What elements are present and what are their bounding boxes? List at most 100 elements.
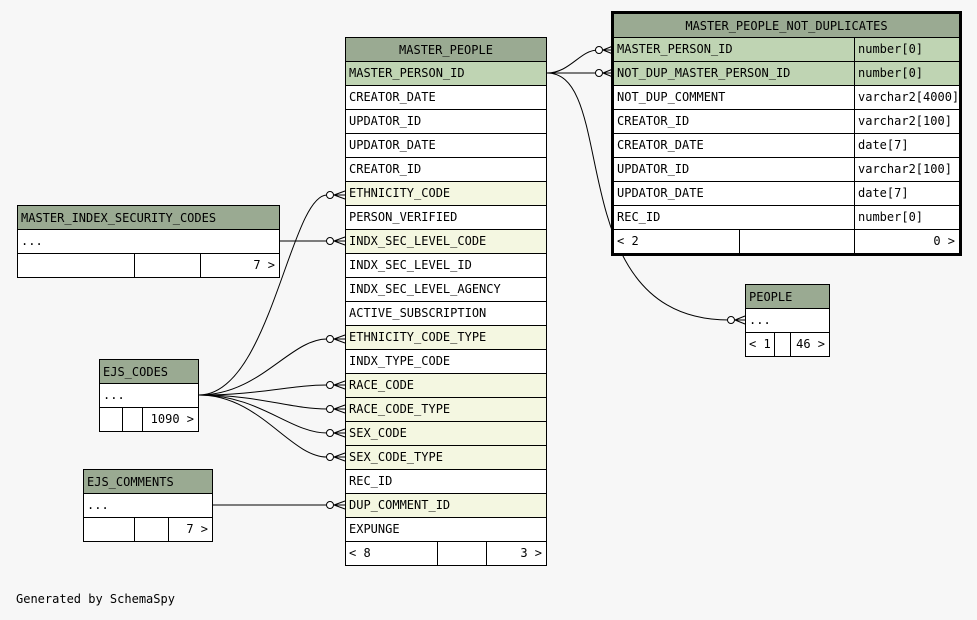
column-row[interactable]: INDX_TYPE_CODE <box>346 350 546 374</box>
column-name: CREATOR_DATE <box>349 90 436 104</box>
column-row[interactable]: UPDATOR_DATE <box>346 134 546 158</box>
column-row[interactable]: CREATOR_DATE <box>346 86 546 110</box>
rel-ejs-ethnicity-code-type <box>198 338 328 396</box>
parents-count <box>100 408 122 431</box>
rel-mp-to-people <box>546 72 730 321</box>
column-name: INDX_SEC_LEVEL_ID <box>349 258 472 272</box>
children-count[interactable]: 7 > <box>168 518 212 541</box>
column-row[interactable]: SEX_CODE_TYPE <box>346 446 546 470</box>
column-type: number[0] <box>854 206 959 229</box>
column-row[interactable]: INDX_SEC_LEVEL_CODE <box>346 230 546 254</box>
children-count[interactable]: 7 > <box>200 254 279 277</box>
column-row[interactable]: REC_ID <box>346 470 546 494</box>
column-row[interactable]: MASTER_PERSON_ID number[0] <box>614 38 959 62</box>
column-list: MASTER_PERSON_ID CREATOR_DATE UPDATOR_ID UP… <box>346 62 546 542</box>
column-type: varchar2[4000] <box>854 86 959 109</box>
table-footer: 7 > <box>18 254 279 277</box>
table-title[interactable]: MASTER_PEOPLE_NOT_DUPLICATES <box>614 14 959 38</box>
column-name: INDX_SEC_LEVEL_AGENCY <box>349 282 501 296</box>
table-footer: 1090 > <box>100 408 198 431</box>
table-footer: < 8 3 > <box>346 542 546 565</box>
column-row[interactable]: ACTIVE_SUBSCRIPTION <box>346 302 546 326</box>
table-title[interactable]: EJS_COMMENTS <box>84 470 212 494</box>
table-footer: < 2 0 > <box>614 230 959 253</box>
table-title[interactable]: PEOPLE <box>746 285 829 309</box>
column-row[interactable]: CREATOR_DATE date[7] <box>614 134 959 158</box>
parents-count <box>18 254 134 277</box>
column-row[interactable]: INDX_SEC_LEVEL_ID <box>346 254 546 278</box>
generated-by-label: Generated by SchemaSpy <box>16 592 175 606</box>
column-name: DUP_COMMENT_ID <box>349 498 451 512</box>
rel-ejs-ethnicity-code <box>198 194 328 396</box>
column-name: CREATOR_DATE <box>617 138 704 152</box>
table-footer: 7 > <box>84 518 212 541</box>
table-master-index-security-codes[interactable]: MASTER_INDEX_SECURITY_CODES ... 7 > <box>17 205 280 278</box>
children-count[interactable]: 3 > <box>486 542 546 565</box>
column-name: UPDATOR_ID <box>617 162 690 176</box>
collapsed-columns: ... <box>746 309 829 333</box>
rel-ejs-race-code-type <box>198 394 328 410</box>
rel-mp-to-mpnd-master-person-id <box>546 49 599 74</box>
parents-count[interactable]: < 2 <box>617 234 639 248</box>
column-row[interactable]: EXPUNGE <box>346 518 546 542</box>
parents-count <box>84 518 134 541</box>
parents-count[interactable]: < 1 <box>749 337 771 351</box>
column-row[interactable]: RACE_CODE <box>346 374 546 398</box>
column-row[interactable]: SEX_CODE <box>346 422 546 446</box>
column-row[interactable]: DUP_COMMENT_ID <box>346 494 546 518</box>
collapsed-columns: ... <box>84 494 212 518</box>
column-row[interactable]: INDX_SEC_LEVEL_AGENCY <box>346 278 546 302</box>
column-row[interactable]: UPDATOR_ID <box>346 110 546 134</box>
column-name: REC_ID <box>617 210 661 224</box>
column-type: varchar2[100] <box>854 110 959 133</box>
table-master-people-not-duplicates[interactable]: MASTER_PEOPLE_NOT_DUPLICATES MASTER_PERS… <box>611 11 962 256</box>
column-name: CREATOR_ID <box>617 114 690 128</box>
footer-spacer <box>122 408 142 431</box>
children-count[interactable]: 0 > <box>854 230 959 253</box>
column-row[interactable]: ETHNICITY_CODE_TYPE <box>346 326 546 350</box>
footer-spacer <box>134 518 168 541</box>
rel-ejs-sex-code <box>198 394 328 434</box>
children-count[interactable]: 46 > <box>790 333 829 356</box>
column-name: UPDATOR_ID <box>349 114 422 128</box>
column-row[interactable]: CREATOR_ID varchar2[100] <box>614 110 959 134</box>
collapsed-columns: ... <box>18 230 279 254</box>
column-name: RACE_CODE_TYPE <box>349 402 451 416</box>
column-name: INDX_SEC_LEVEL_CODE <box>349 234 487 248</box>
column-name: ETHNICITY_CODE <box>349 186 451 200</box>
children-count[interactable]: 1090 > <box>142 408 198 431</box>
parents-count[interactable]: < 8 <box>349 546 371 560</box>
footer-spacer <box>774 333 790 356</box>
table-title[interactable]: EJS_CODES <box>100 360 198 384</box>
collapsed-columns: ... <box>100 384 198 408</box>
column-row[interactable]: PERSON_VERIFIED <box>346 206 546 230</box>
column-type: date[7] <box>854 134 959 157</box>
column-name: UPDATOR_DATE <box>617 186 704 200</box>
column-name: ETHNICITY_CODE_TYPE <box>349 330 487 344</box>
column-row[interactable]: CREATOR_ID <box>346 158 546 182</box>
column-name: CREATOR_ID <box>349 162 422 176</box>
table-ejs-codes[interactable]: EJS_CODES ... 1090 > <box>99 359 199 432</box>
table-title[interactable]: MASTER_PEOPLE <box>346 38 546 62</box>
table-title[interactable]: MASTER_INDEX_SECURITY_CODES <box>18 206 279 230</box>
column-type: number[0] <box>854 38 959 61</box>
column-name: MASTER_PERSON_ID <box>617 42 733 56</box>
table-people[interactable]: PEOPLE ... < 1 46 > <box>745 284 830 357</box>
column-name: SEX_CODE <box>349 426 407 440</box>
column-name: REC_ID <box>349 474 393 488</box>
column-row[interactable]: ETHNICITY_CODE <box>346 182 546 206</box>
column-row[interactable]: MASTER_PERSON_ID <box>346 62 546 86</box>
column-row[interactable]: RACE_CODE_TYPE <box>346 398 546 422</box>
column-name: MASTER_PERSON_ID <box>349 66 465 80</box>
column-type: number[0] <box>854 62 959 85</box>
table-footer: < 1 46 > <box>746 333 829 356</box>
table-ejs-comments[interactable]: EJS_COMMENTS ... 7 > <box>83 469 213 542</box>
column-name: RACE_CODE <box>349 378 415 392</box>
table-master-people[interactable]: MASTER_PEOPLE MASTER_PERSON_ID CREATOR_DA… <box>345 37 547 566</box>
column-row[interactable]: REC_ID number[0] <box>614 206 959 230</box>
